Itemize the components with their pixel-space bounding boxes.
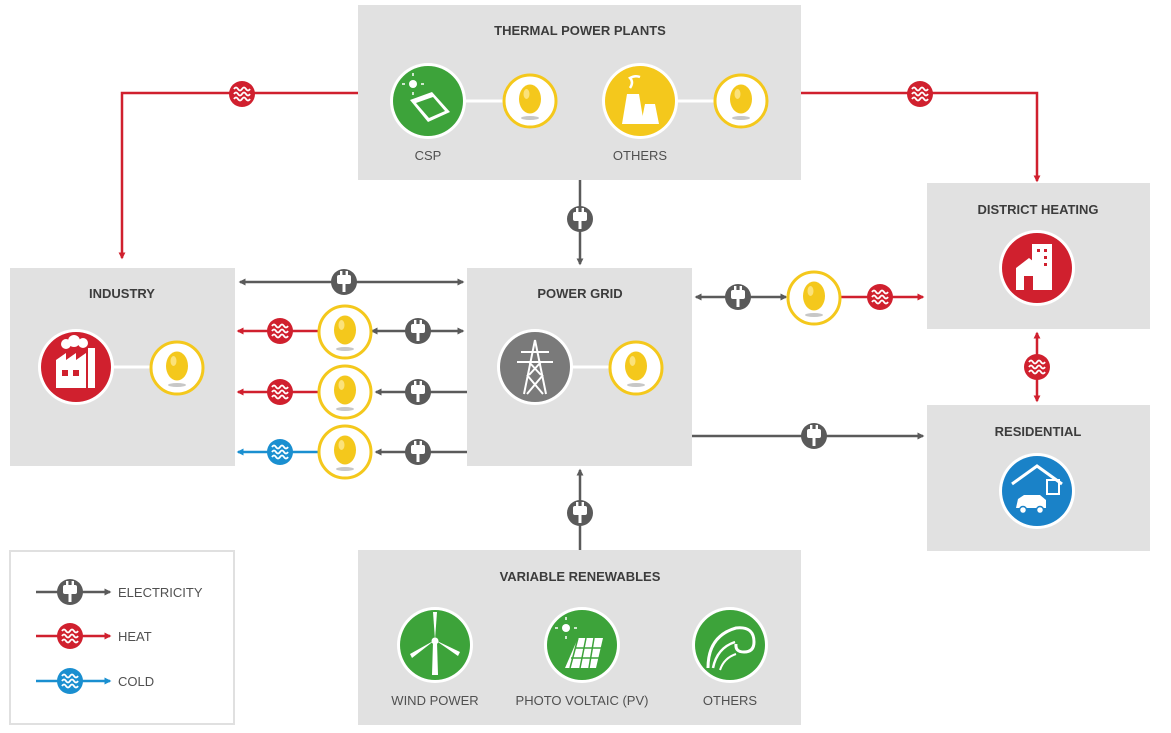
legend-electricity-label: ELECTRICITY xyxy=(118,585,203,600)
wind-turbine-icon xyxy=(397,607,473,683)
plug-icon xyxy=(405,318,431,344)
thermal-power-plants-title: THERMAL POWER PLANTS xyxy=(494,23,666,38)
wave-icon xyxy=(692,607,768,683)
power-grid-title: POWER GRID xyxy=(537,286,622,301)
heat-flow-thermal-to-industry xyxy=(118,91,358,260)
legend: ELECTRICITY HEAT COLD xyxy=(9,550,235,725)
egg-storage-icon xyxy=(713,73,769,129)
egg-storage-icon xyxy=(502,73,558,129)
wind-power-label: WIND POWER xyxy=(391,693,478,708)
solar-panel-icon xyxy=(544,607,620,683)
pylon-icon xyxy=(497,329,573,405)
heat-icon xyxy=(266,378,294,406)
heat-icon xyxy=(56,622,84,650)
building-icon xyxy=(999,230,1075,306)
photo-voltaic-label: PHOTO VOLTAIC (PV) xyxy=(516,693,649,708)
factory-icon xyxy=(38,329,114,405)
plug-icon xyxy=(405,379,431,405)
plug-icon xyxy=(567,500,593,526)
plug-icon xyxy=(801,423,827,449)
egg-storage-icon xyxy=(608,340,664,396)
heat-icon xyxy=(866,283,894,311)
power-plant-icon xyxy=(602,63,678,139)
egg-storage-icon xyxy=(317,304,373,360)
industry-title: INDUSTRY xyxy=(89,286,155,301)
cold-icon xyxy=(56,667,84,695)
plug-icon xyxy=(725,284,751,310)
residential-title: RESIDENTIAL xyxy=(995,424,1082,439)
heat-icon xyxy=(266,317,294,345)
thermal-others-label: OTHERS xyxy=(613,148,668,163)
egg-storage-icon xyxy=(786,270,842,326)
legend-cold-label: COLD xyxy=(118,674,154,689)
plug-icon xyxy=(57,579,83,605)
legend-heat-label: HEAT xyxy=(118,629,152,644)
plug-icon xyxy=(567,206,593,232)
heat-flow-thermal-to-district xyxy=(801,91,1041,183)
variable-renewables-title: VARIABLE RENEWABLES xyxy=(500,569,661,584)
egg-storage-icon xyxy=(317,424,373,480)
plug-icon xyxy=(405,439,431,465)
renewables-others-label: OTHERS xyxy=(703,693,758,708)
district-heating-title: DISTRICT HEATING xyxy=(977,202,1098,217)
plug-icon xyxy=(331,269,357,295)
cold-icon xyxy=(266,438,294,466)
heat-icon xyxy=(906,80,934,108)
egg-storage-icon xyxy=(149,340,205,396)
heat-icon xyxy=(1023,353,1051,381)
house-car-icon xyxy=(999,453,1075,529)
csp-label: CSP xyxy=(415,148,442,163)
solar-concentrator-icon xyxy=(390,63,466,139)
egg-storage-icon xyxy=(317,364,373,420)
heat-icon xyxy=(228,80,256,108)
